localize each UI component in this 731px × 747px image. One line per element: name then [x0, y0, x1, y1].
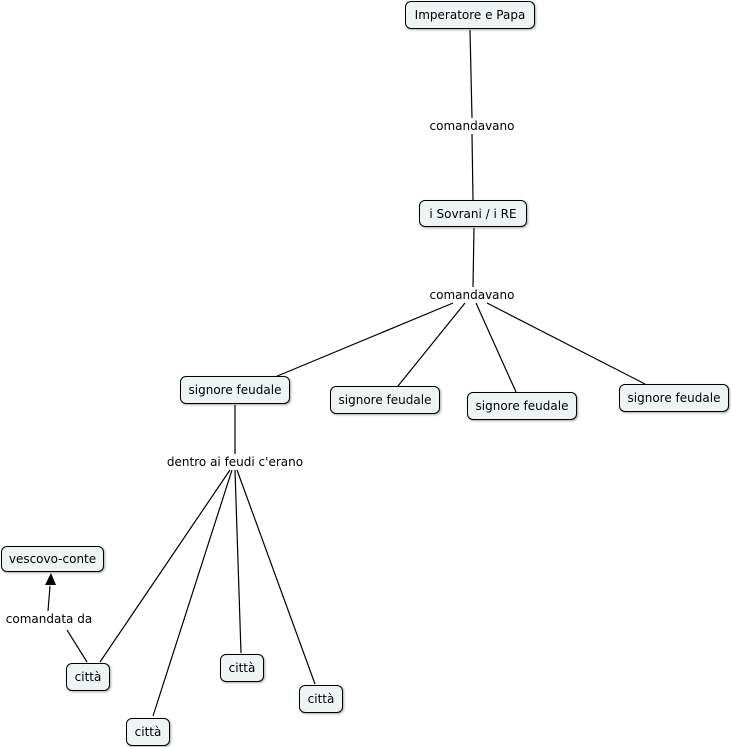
arrowhead-icon [45, 573, 56, 585]
concept-feudal-lord-4[interactable]: signore feudale [619, 384, 729, 412]
concept-emperor-pope[interactable]: Imperatore e Papa [405, 1, 535, 29]
link-phrase-to-lord-3 [475, 302, 517, 393]
linking-phrase-commanded-1: comandavano [428, 119, 516, 133]
link-phrase-to-city-1 [99, 469, 231, 663]
concept-feudal-lord-1[interactable]: signore feudale [180, 376, 290, 404]
link-sovereigns-to-phrase [472, 227, 475, 288]
concept-feudal-lord-2[interactable]: signore feudale [330, 386, 440, 414]
concept-city-4[interactable]: città [299, 685, 343, 713]
linking-phrase-inside-fiefs: dentro ai feudi c'erano [165, 455, 305, 469]
concept-feudal-lord-3[interactable]: signore feudale [467, 392, 577, 420]
linking-phrase-commanded-by: comandata da [4, 612, 94, 626]
concept-city-1[interactable]: città [66, 663, 110, 691]
link-phrase-to-city-4 [236, 469, 316, 685]
link-city-1-to-phrase [66, 629, 88, 663]
link-phrase-to-lord-4 [486, 302, 646, 385]
concept-city-2[interactable]: città [126, 718, 170, 746]
link-phrase-to-bishop [47, 585, 51, 612]
concept-sovereigns[interactable]: i Sovrani / i RE [419, 200, 527, 227]
linking-phrase-commanded-2: comandavano [428, 288, 516, 302]
link-phrase-to-lord-2 [397, 302, 466, 387]
concept-bishop-count[interactable]: vescovo-conte [1, 546, 104, 572]
link-emperor-to-phrase [469, 29, 473, 119]
link-phrase-to-sovereigns [471, 133, 474, 201]
link-phrase-to-lord-1 [274, 302, 454, 378]
link-phrase-to-city-2 [152, 469, 233, 717]
link-phrase-to-city-3 [234, 469, 242, 654]
concept-city-3[interactable]: città [220, 654, 264, 682]
